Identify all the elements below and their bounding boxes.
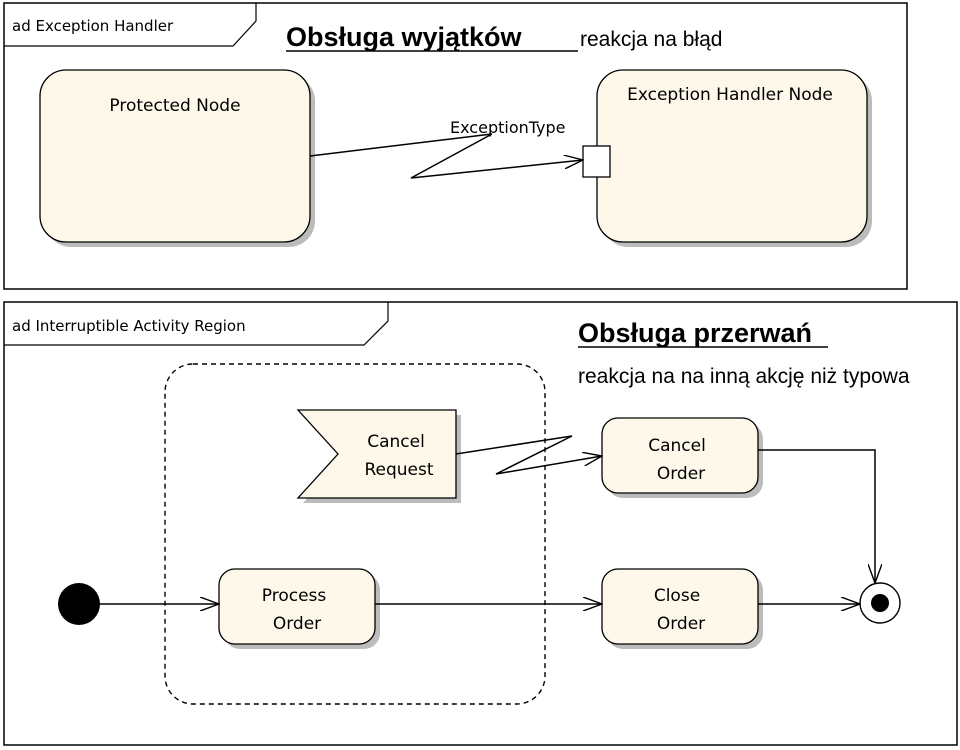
frame-tab-label: ad Interruptible Activity Region <box>12 317 246 335</box>
close-order-label-line2: Order <box>657 614 705 634</box>
cancel-request-event[interactable]: Cancel Request <box>296 409 461 503</box>
cancel-request-label-line2: Request <box>364 460 433 480</box>
heading-title: Obsługa przerwań <box>578 318 812 348</box>
exception-edge[interactable] <box>309 133 583 179</box>
process-order-action[interactable]: Process Order <box>218 568 380 649</box>
exception-type-label: ExceptionType <box>450 118 566 137</box>
close-order-action[interactable]: Close Order <box>601 568 763 649</box>
protected-node-label: Protected Node <box>109 96 240 116</box>
exception-handler-node[interactable]: Exception Handler Node <box>596 69 872 247</box>
edge-cancel-to-final[interactable] <box>758 449 875 583</box>
exception-handler-node-label: Exception Handler Node <box>627 85 833 105</box>
heading-subtitle: reakcja na błąd <box>580 28 722 51</box>
exception-heading: Obsługa wyjątków reakcja na błąd <box>286 22 722 52</box>
process-order-label-line2: Order <box>273 614 321 634</box>
heading-title: Obsługa wyjątków <box>286 22 523 52</box>
exception-handler-frame: ad Exception Handler <box>3 2 908 290</box>
cancel-request-label-line1: Cancel <box>367 432 425 452</box>
activity-final-node[interactable] <box>859 582 901 624</box>
cancel-order-label-line1: Cancel <box>648 436 706 456</box>
protected-node[interactable]: Protected Node <box>39 69 315 247</box>
interruptible-region <box>164 363 546 705</box>
process-order-label-line1: Process <box>262 586 327 606</box>
cancel-order-label-line2: Order <box>657 464 705 484</box>
input-pin[interactable] <box>582 145 611 178</box>
initial-node[interactable] <box>58 583 100 625</box>
close-order-label-line1: Close <box>654 586 700 606</box>
interruptible-region-frame: ad Interruptible Activity Region <box>3 301 958 746</box>
interrupting-edge[interactable] <box>455 435 602 475</box>
heading-subtitle: reakcja na na inną akcję niż typowa <box>578 365 910 388</box>
frame-tab-label: ad Exception Handler <box>12 17 174 35</box>
cancel-order-action[interactable]: Cancel Order <box>601 417 763 498</box>
interruption-heading: Obsługa przerwań reakcja na na inną akcj… <box>578 318 910 388</box>
